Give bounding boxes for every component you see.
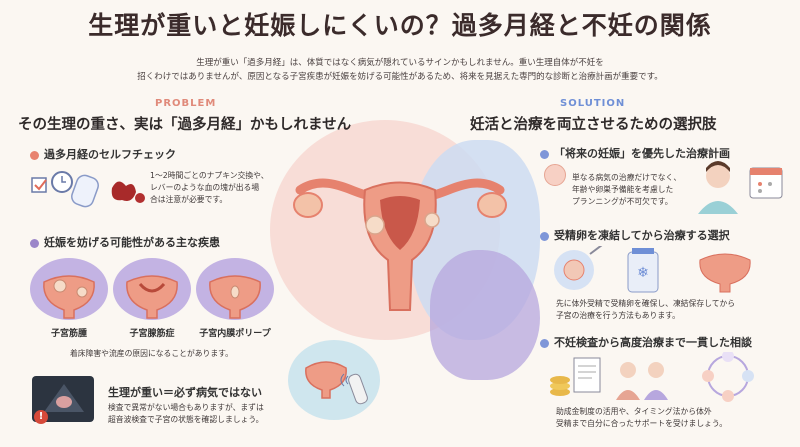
bullet-dot — [30, 150, 39, 160]
bullet-dot — [540, 338, 549, 348]
plan-line-3: プランニングが不可欠です。 — [572, 197, 673, 206]
self-check-title: 過多月経のセルフチェック — [30, 146, 176, 162]
intro-line-1: 生理が重い「過多月経」は、体質ではなく病気が隠れているサインかもしれません。重い… — [196, 58, 604, 68]
ultrasound-probe-icon — [305, 361, 368, 405]
doctor-with-calendar-icon — [698, 161, 783, 214]
consult-title: 不妊検査から高度治療まで一貫した相談 — [540, 334, 752, 350]
calendar-egg-icon — [544, 164, 566, 186]
problem-tag: PROBLEM — [155, 98, 217, 109]
checklist-icon — [31, 171, 145, 208]
page-title: 生理が重いと妊娠しにくいの？過多月経と不妊の関係 — [88, 11, 712, 40]
freeze-line-1: 先に体外受精で受精卵を確保し、凍結保存してから — [556, 299, 736, 308]
plan-line-1: 単なる病気の治療だけでなく、 — [572, 173, 682, 182]
consult-line-1: 助成金制度の活用や、タイミング法から体外 — [556, 407, 712, 416]
self-check-text: 1～2時間ごとのナプキン交換や、 レバーのような血の塊が出る場 合は注意が必要で… — [150, 170, 300, 206]
svg-text:❄: ❄ — [637, 265, 649, 281]
freeze-text: 先に体外受精で受精卵を確保し、凍結保存してから 子宮の治療を行う方法もあります。 — [556, 298, 735, 322]
consult-support-icons — [550, 352, 754, 402]
intro-line-2: 招くわけではありませんが、原因となる子宮疾患が妊娠を妨げる可能性があるため、将来… — [137, 72, 663, 82]
diseases-note: 着床障害や流産の原因になることがあります。 — [70, 349, 233, 358]
self-check-line-2: レバーのような血の塊が出る場 — [150, 183, 260, 192]
ultrasound-line-1: 検査で異常がない場合もありますが、まずは — [108, 403, 264, 412]
consult-line-2: 受精まで自分に合ったサポートを受けましょう。 — [556, 419, 728, 428]
disease-label-fibroid: 子宮筋腫 — [50, 329, 87, 339]
plan-text: 単なる病気の治療だけでなく、 年齢や卵巣予備能を考慮した プランニングが不可欠で… — [572, 172, 702, 208]
ultrasound-line-2: 超音波検査で子宮の状態を確認しましょう。 — [108, 415, 264, 424]
problem-heading: その生理の重さ、実は「過多月経」かもしれません — [18, 117, 352, 133]
bullet-dot — [30, 238, 39, 248]
uterus-illustration — [293, 178, 507, 311]
solution-tag: SOLUTION — [560, 98, 626, 109]
freeze-title-text: 受精卵を凍結してから治療する選択 — [554, 229, 730, 242]
ultrasound-text: 検査で異常がない場合もありますが、まずは 超音波検査で子宮の状態を確認しましょう… — [108, 402, 264, 426]
disease-label-polyp: 子宮内膜ポリープ — [199, 329, 271, 339]
disease-label-adenomyosis: 子宮腺筋症 — [129, 329, 175, 339]
self-check-line-3: 合は注意が必要です。 — [150, 195, 228, 204]
freeze-title: 受精卵を凍結してから治療する選択 — [540, 227, 730, 243]
consult-title-text: 不妊検査から高度治療まで一貫した相談 — [554, 336, 752, 349]
diseases-title-text: 妊娠を妨げる可能性がある主な疾患 — [44, 236, 220, 249]
diseases-title: 妊娠を妨げる可能性がある主な疾患 — [30, 234, 220, 250]
ultrasound-title: 生理が重い＝必ず病気ではない — [108, 386, 262, 399]
solution-heading: 妊活と治療を両立させるための選択肢 — [470, 117, 717, 133]
intro-text: 生理が重い「過多月経」は、体質ではなく病気が隠れているサインかもしれません。重い… — [60, 56, 740, 84]
embryo-freeze-icons: ❄ — [554, 246, 751, 293]
plan-line-2: 年齢や卵巣予備能を考慮した — [572, 185, 674, 194]
bullet-dot — [540, 231, 549, 241]
disease-uterus-icons — [43, 275, 261, 319]
self-check-title-text: 過多月経のセルフチェック — [44, 148, 176, 161]
self-check-line-1: 1～2時間ごとのナプキン交換や、 — [150, 171, 269, 180]
plan-title-text: 「将来の妊娠」を優先した治療計画 — [554, 147, 730, 160]
ultrasound-scan-icon — [44, 384, 84, 412]
alert-icon: ! — [34, 410, 48, 424]
consult-text: 助成金制度の活用や、タイミング法から体外 受精まで自分に合ったサポートを受けまし… — [556, 406, 727, 430]
bullet-dot — [540, 149, 549, 159]
plan-title: 「将来の妊娠」を優先した治療計画 — [540, 145, 730, 161]
purple-background-blob — [430, 250, 540, 380]
freeze-line-2: 子宮の治療を行う方法もあります。 — [556, 311, 680, 320]
